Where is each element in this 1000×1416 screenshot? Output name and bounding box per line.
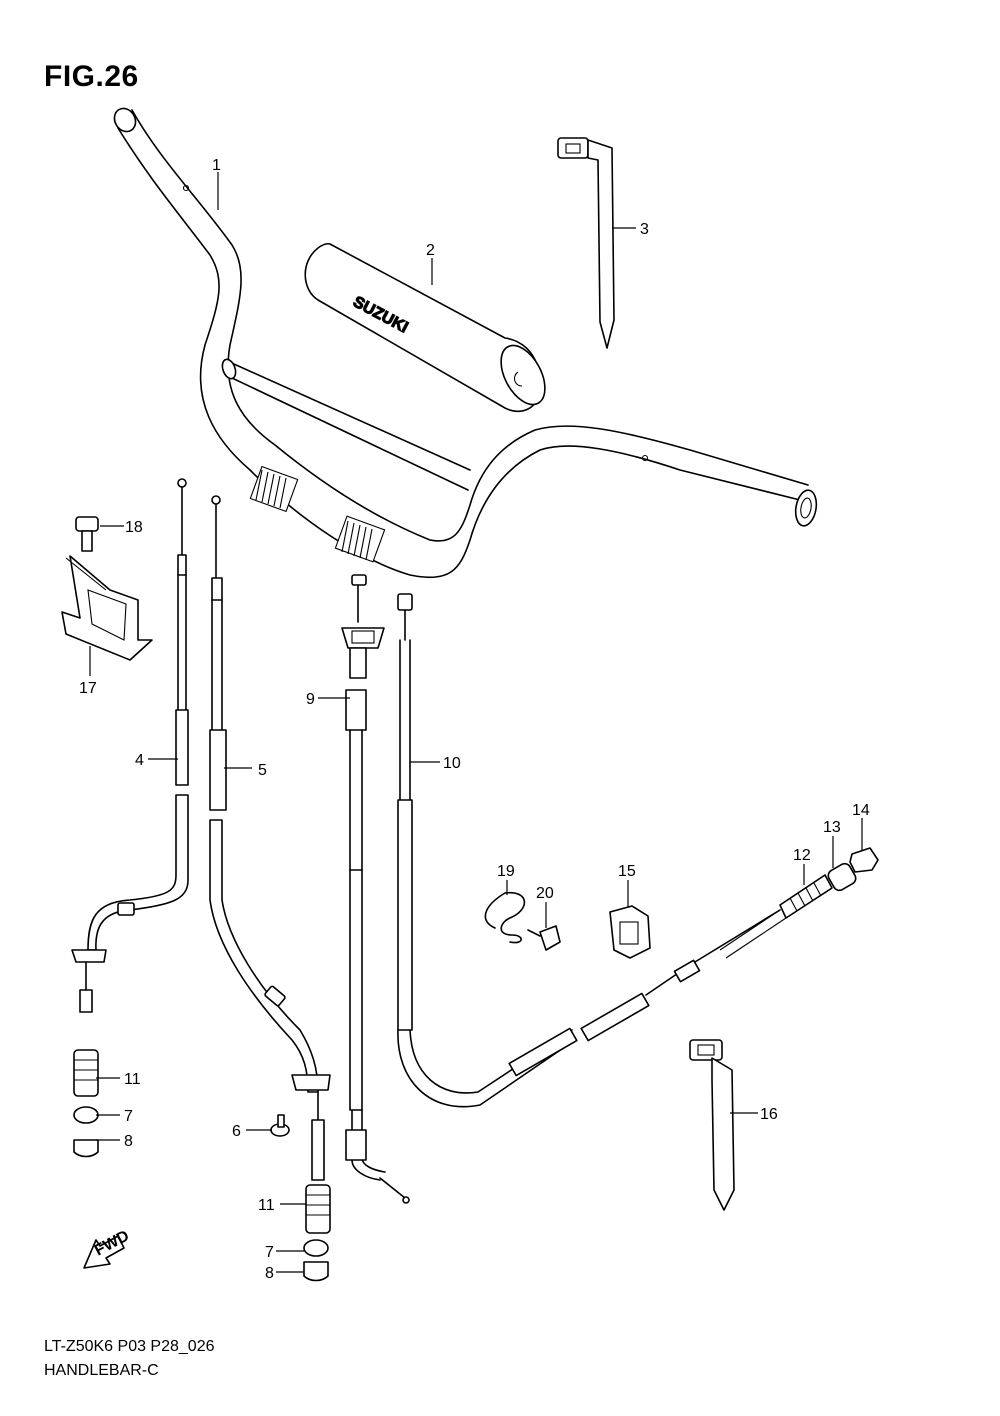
cable-tie-upper	[557, 137, 615, 349]
callout-7: 7	[124, 1108, 133, 1125]
callout-3: 3	[640, 221, 649, 238]
callout-19: 19	[497, 863, 515, 880]
callout-1: 1	[212, 157, 221, 174]
callout-2: 2	[426, 242, 435, 259]
callout-7b: 7	[265, 1244, 274, 1261]
screw-6	[270, 1114, 290, 1137]
collar-13	[827, 862, 857, 892]
figure-code: LT-Z50K6 P03 P28_026	[44, 1338, 215, 1355]
choke-cable	[209, 495, 331, 1282]
nut-14	[849, 847, 879, 873]
figure-name: HANDLEBAR-C	[44, 1362, 159, 1379]
handlebar-pad: SUZUKI	[304, 242, 546, 413]
callout-18: 18	[125, 519, 143, 536]
clamp-15	[609, 905, 651, 959]
callout-4: 4	[135, 752, 144, 769]
handlebar	[113, 107, 818, 579]
callout-6: 6	[232, 1123, 241, 1140]
cable-9	[341, 574, 410, 1204]
throttle-cable	[71, 478, 189, 1158]
callout-13: 13	[823, 819, 841, 836]
callout-8b: 8	[265, 1265, 274, 1282]
spring-12	[779, 874, 833, 919]
callout-labels: 1 2 3 4 5 6 7 8 9 10 11 12 13 14 15 16 1…	[79, 157, 870, 1282]
bolt-20	[527, 925, 561, 951]
callout-8: 8	[124, 1133, 133, 1150]
callout-15: 15	[618, 863, 636, 880]
callout-14: 14	[852, 802, 870, 819]
cable-10	[397, 593, 787, 1108]
callout-11b: 11	[258, 1197, 275, 1214]
callout-20: 20	[536, 885, 554, 902]
callout-17: 17	[79, 680, 97, 697]
figure-title: FIG.26	[44, 60, 139, 93]
callout-11: 11	[124, 1071, 141, 1088]
callout-9: 9	[306, 691, 315, 708]
cable-tie-lower	[689, 1039, 735, 1211]
clip-19	[484, 892, 526, 944]
leader-lines	[89, 172, 863, 1273]
callout-12: 12	[793, 847, 811, 864]
fwd-arrow: FWD	[83, 1227, 132, 1269]
callout-5: 5	[258, 762, 267, 779]
cable-bracket	[61, 555, 153, 661]
callout-10: 10	[443, 755, 461, 772]
bolt-18	[75, 516, 99, 552]
callout-16: 16	[760, 1106, 778, 1123]
